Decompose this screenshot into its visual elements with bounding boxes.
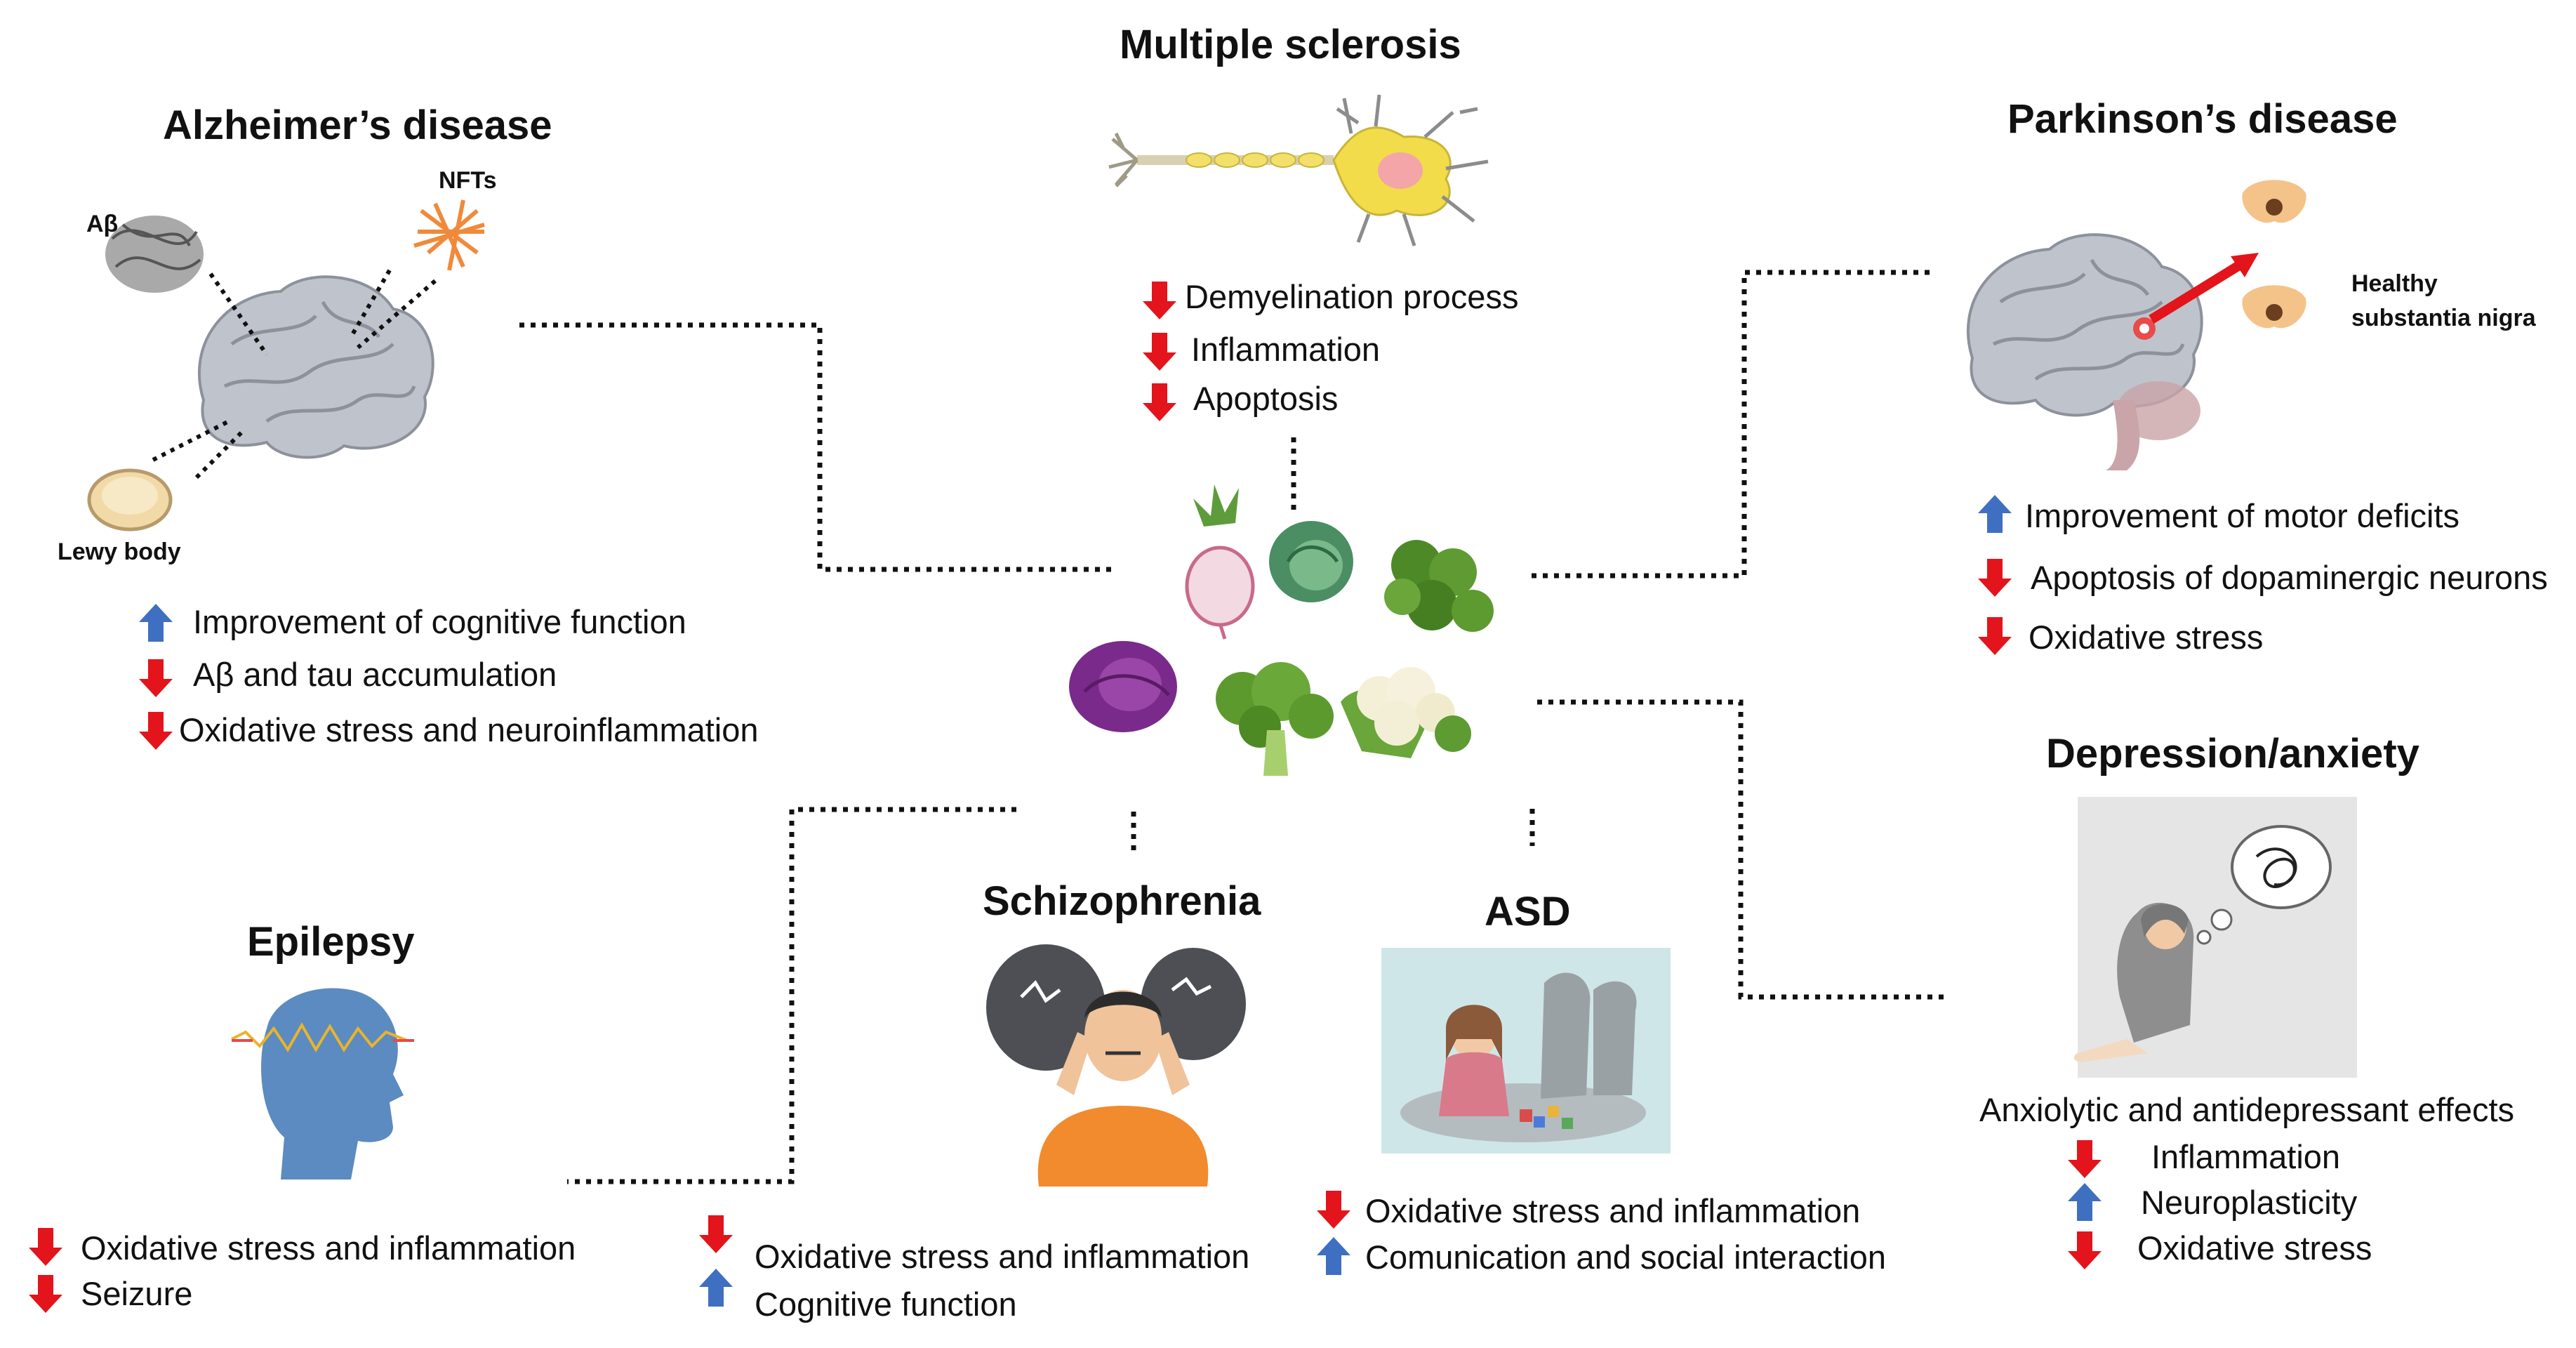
ms-title: Multiple sclerosis bbox=[1120, 22, 1461, 67]
connector-dep bbox=[1537, 699, 1948, 1000]
arrow-dep-0 bbox=[2068, 1140, 2102, 1178]
amyloid-beta-plaque-icon bbox=[105, 216, 204, 293]
pd-item-0: Improvement of motor deficits bbox=[2025, 497, 2460, 534]
arrow-scz-1 bbox=[699, 1269, 733, 1307]
vegetables-cluster-icon bbox=[1069, 484, 1494, 776]
thought-bubble-icon bbox=[2231, 825, 2332, 909]
nft-tangle-icon bbox=[413, 199, 485, 271]
lewy-body-icon bbox=[87, 468, 173, 531]
arrow-asd-1 bbox=[1317, 1237, 1350, 1275]
arrow-dep-2 bbox=[2068, 1231, 2102, 1269]
broccoli-icon bbox=[1216, 662, 1334, 776]
arrow-epi-1 bbox=[29, 1275, 62, 1313]
arrow-dep-1 bbox=[2068, 1183, 2102, 1221]
scz-title: Schizophrenia bbox=[983, 878, 1261, 924]
healthy-label: Healthy bbox=[2351, 270, 2438, 297]
epi-title: Epilepsy bbox=[247, 919, 415, 965]
arrow-ad-0 bbox=[139, 604, 173, 642]
arrow-pd-1 bbox=[1978, 559, 2012, 597]
arrow-ad-1 bbox=[139, 659, 173, 697]
pd-item-1: Apoptosis of dopaminergic neurons bbox=[2031, 559, 2548, 596]
lewy-body-label: Lewy body bbox=[58, 538, 181, 565]
dep-item-0: Inflammation bbox=[2151, 1138, 2341, 1175]
ms-item-2: Apoptosis bbox=[1193, 380, 1339, 417]
child-icon bbox=[1439, 1005, 1509, 1116]
asd-figure bbox=[1381, 948, 1671, 1154]
connector-pd bbox=[1532, 270, 1930, 579]
cabbage-icon bbox=[1269, 521, 1353, 602]
arrow-scz-0 bbox=[699, 1215, 733, 1253]
connector-ad bbox=[519, 322, 1116, 572]
connector-lines bbox=[519, 270, 1948, 1184]
distressed-person-icon bbox=[1037, 1106, 1209, 1187]
pd-title: Parkinson’s disease bbox=[2007, 96, 2398, 142]
scz-item-1: Cognitive function bbox=[755, 1286, 1017, 1323]
arrow-epi-0 bbox=[29, 1228, 62, 1266]
ad-item-2: Oxidative stress and neuroinflammation bbox=[179, 711, 759, 748]
arrow-ms-1 bbox=[1143, 333, 1176, 371]
scz-item-0: Oxidative stress and inflammation bbox=[755, 1238, 1250, 1275]
ad-item-1: Aβ and tau accumulation bbox=[193, 656, 557, 693]
arrow-pd-0 bbox=[1978, 495, 2012, 533]
ms-item-0: Demyelination process bbox=[1185, 278, 1519, 315]
substantia-nigra-icon bbox=[2242, 180, 2306, 329]
substantia-nigra-label: substantia nigra bbox=[2351, 305, 2536, 331]
cauliflower-icon bbox=[1341, 667, 1471, 758]
pd-item-2: Oxidative stress bbox=[2029, 619, 2264, 656]
head-profile-icon bbox=[261, 988, 404, 1180]
radish-icon bbox=[1185, 484, 1255, 640]
arrow-ms-2 bbox=[1143, 383, 1176, 421]
neuron-icon bbox=[1108, 94, 1489, 246]
epi-item-1: Seizure bbox=[81, 1275, 193, 1312]
asd-item-1: Comunication and social interaction bbox=[1365, 1238, 1886, 1276]
sad-person-icon bbox=[2073, 902, 2194, 1062]
asd-title: ASD bbox=[1485, 889, 1571, 934]
epilepsy-figure bbox=[231, 988, 414, 1180]
shadow-figures-icon bbox=[1541, 972, 1637, 1099]
dep-title: Depression/anxiety bbox=[2046, 731, 2419, 777]
dep-item-1: Neuroplasticity bbox=[2141, 1184, 2358, 1221]
schizophrenia-figure bbox=[986, 944, 1246, 1187]
dep-item-2: Oxidative stress bbox=[2137, 1229, 2372, 1267]
depression-figure bbox=[2073, 797, 2357, 1078]
arrow-pd-2 bbox=[1978, 617, 2012, 655]
brussels-sprouts-icon bbox=[1384, 540, 1494, 632]
brain-waves-icon bbox=[231, 1022, 408, 1052]
dep-summary: Anxiolytic and antidepressant effects bbox=[1979, 1091, 2515, 1128]
arrow-ms-0 bbox=[1143, 282, 1176, 319]
ad-item-0: Improvement of cognitive function bbox=[193, 603, 686, 640]
abeta-label: Aβ bbox=[86, 211, 119, 237]
asd-item-0: Oxidative stress and inflammation bbox=[1365, 1192, 1861, 1229]
nfts-label: NFTs bbox=[439, 167, 497, 194]
ad-title: Alzheimer’s disease bbox=[163, 103, 552, 148]
arrow-ad-2 bbox=[139, 712, 173, 750]
parkinson-figure bbox=[1968, 180, 2306, 470]
toy-blocks-icon bbox=[1520, 1106, 1573, 1129]
brain-icon bbox=[199, 277, 433, 457]
red-cabbage-icon bbox=[1069, 641, 1177, 732]
connector-epi bbox=[567, 807, 1016, 1184]
epi-item-0: Oxidative stress and inflammation bbox=[81, 1229, 576, 1267]
ms-item-1: Inflammation bbox=[1191, 331, 1381, 368]
arrow-asd-0 bbox=[1317, 1191, 1350, 1229]
alzheimer-figure bbox=[87, 199, 485, 531]
pointer-arrow-icon bbox=[2149, 261, 2242, 324]
